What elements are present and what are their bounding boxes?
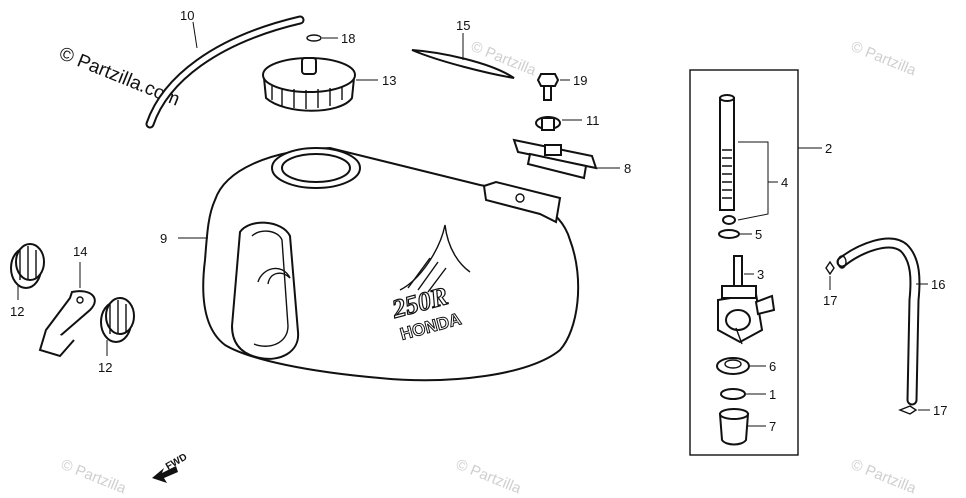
fuel-valve-body <box>717 285 776 345</box>
callout-12-right: 12 <box>98 360 112 375</box>
part-4-filter-screen <box>719 94 736 225</box>
callout-13: 13 <box>382 73 396 88</box>
callout-9: 9 <box>160 231 167 246</box>
callout-6: 6 <box>769 359 776 374</box>
callout-4: 4 <box>781 175 788 190</box>
watermark-faint-bottom-left: © Partzilla <box>59 456 130 498</box>
callout-2: 2 <box>825 141 832 156</box>
callout-16: 16 <box>931 277 945 292</box>
part-7-sediment-cup <box>718 408 750 446</box>
part-12-damper-right <box>100 297 135 343</box>
part-12-damper-left <box>10 243 45 289</box>
callout-11: 11 <box>586 113 600 128</box>
callout-5: 5 <box>755 227 762 242</box>
part-19-bolt <box>536 73 560 101</box>
callout-18: 18 <box>341 31 355 46</box>
tank-decal-wing <box>399 224 471 293</box>
part-16-fuel-line <box>836 237 921 406</box>
part-13-fuel-cap <box>262 57 356 112</box>
callout-8: 8 <box>624 161 631 176</box>
part-5-o-ring <box>718 229 740 239</box>
part-8-mount-bracket <box>512 138 598 180</box>
part-10-breather-tube <box>145 15 305 129</box>
part-11-collar <box>535 116 561 131</box>
part-6-nut <box>716 357 750 375</box>
watermark-faint-top-right: © Partzilla <box>849 38 920 80</box>
callout-17-upper: 17 <box>823 293 837 308</box>
part-9-fuel-tank <box>202 146 580 382</box>
callout-7: 7 <box>769 419 776 434</box>
callout-12-left: 12 <box>10 304 24 319</box>
part-18-clip <box>306 34 322 42</box>
part-17-clip-upper <box>825 260 835 276</box>
callout-19: 19 <box>573 73 587 88</box>
callout-10: 10 <box>180 8 194 23</box>
part-17-clip-lower <box>898 405 918 415</box>
part-14-band <box>38 290 96 358</box>
callout-15: 15 <box>456 18 470 33</box>
watermark-faint-bottom-right: © Partzilla <box>849 456 920 498</box>
callout-3: 3 <box>757 267 764 282</box>
part-2-assembly-frame <box>689 69 799 456</box>
part-15-strip <box>411 49 515 79</box>
callout-1: 1 <box>769 387 776 402</box>
part-1-o-ring <box>720 388 746 400</box>
callout-17-lower: 17 <box>933 403 947 418</box>
watermark-faint-bottom-center: © Partzilla <box>454 456 525 498</box>
callout-14: 14 <box>73 244 87 259</box>
fwd-arrow-icon <box>152 466 178 483</box>
